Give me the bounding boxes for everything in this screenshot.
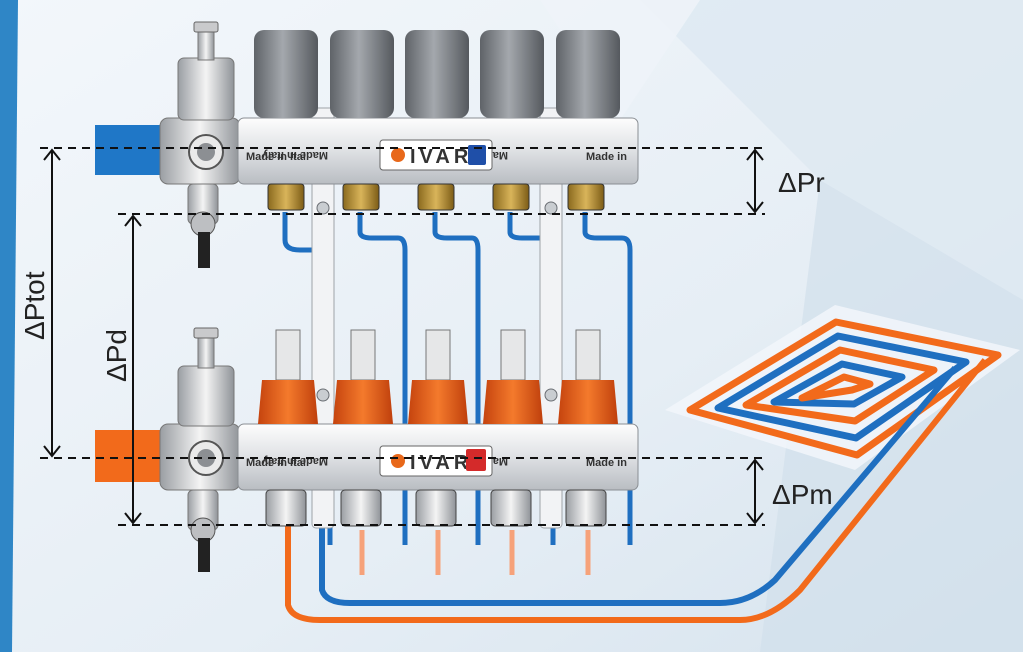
flowmeter-icon <box>483 329 543 424</box>
delta-pd-label: ΔPd <box>101 329 132 382</box>
bottom-brand-name: IVAR <box>410 452 472 474</box>
brand-sun-icon <box>391 148 405 162</box>
thermo-actuator-icon <box>556 30 620 118</box>
top-brand-plate: IVAR <box>379 139 493 171</box>
supply-color-tag <box>466 449 486 471</box>
flowmeters <box>258 329 618 424</box>
delta-ptot-label: ΔPtot <box>19 271 50 340</box>
brand-sun-icon <box>391 454 405 468</box>
thermo-actuator-icon <box>330 30 394 118</box>
drain-valve-icon <box>187 489 219 572</box>
bottom-brand-plate: IVAR <box>379 445 493 477</box>
left-edge-band <box>0 0 18 652</box>
reference-dashed-lines <box>40 147 765 526</box>
air-vent-valve-icon <box>177 327 235 427</box>
thermo-actuator-icon <box>254 30 318 118</box>
delta-pr-label: ΔPr <box>778 167 825 198</box>
top-outlet-nuts <box>267 183 605 211</box>
return-color-tag <box>468 145 486 165</box>
supply-inlet-pipe <box>95 430 165 482</box>
flowmeter-icon <box>258 329 318 424</box>
flowmeter-icon <box>558 329 618 424</box>
supply-loop-pipe <box>285 358 988 623</box>
thermo-actuators <box>254 30 620 118</box>
flowmeter-icon <box>408 329 468 424</box>
top-made-in-mirrored-1: Made in Italy <box>261 149 328 161</box>
top-end-fitting <box>159 117 241 185</box>
thermo-actuator-icon <box>480 30 544 118</box>
bottom-made-in-right: Made in <box>586 457 627 469</box>
flowmeter-icon <box>333 329 393 424</box>
bottom-made-in-mirrored-1: Made in Italy <box>261 455 328 467</box>
top-brand-name: IVAR <box>410 146 472 168</box>
dimension-arrows <box>43 148 764 525</box>
orange-supply-stubs <box>359 530 591 575</box>
return-loop-pipe <box>319 234 958 606</box>
bottom-made-in-left: Made in Ital <box>246 457 306 469</box>
top-made-in-left: Made in Ital <box>246 151 306 163</box>
thermo-actuator-icon <box>405 30 469 118</box>
return-inlet-pipe <box>95 125 165 175</box>
delta-pm-label: ΔPm <box>772 479 833 510</box>
air-vent-valve-icon <box>177 21 235 121</box>
floor-heating-coil-icon <box>665 305 1020 470</box>
top-made-in-right: Made in <box>586 151 627 163</box>
